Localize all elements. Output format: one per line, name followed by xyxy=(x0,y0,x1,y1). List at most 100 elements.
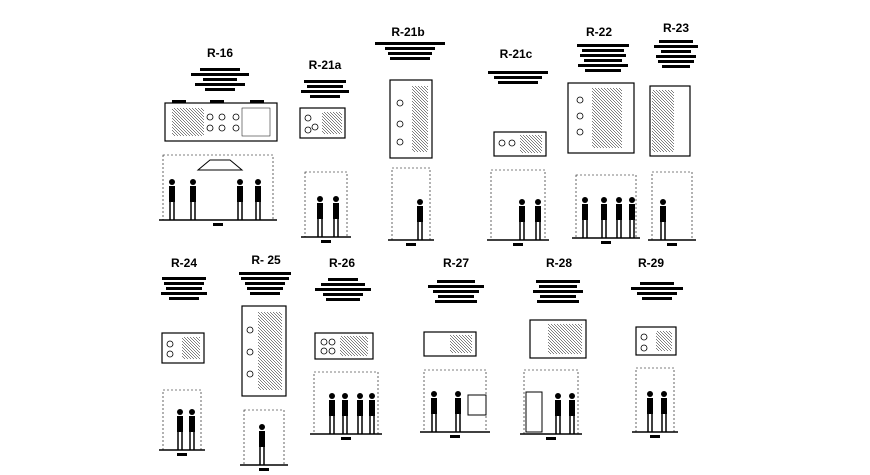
figure-body xyxy=(329,400,335,416)
plan-outline xyxy=(649,85,691,157)
dimension-tick xyxy=(546,437,556,440)
dimension-tick xyxy=(341,437,351,440)
hatch-line xyxy=(321,124,332,135)
note-bar xyxy=(580,54,626,57)
hatch-line xyxy=(181,343,198,360)
note-bar xyxy=(577,44,629,47)
note-bar xyxy=(162,277,206,280)
note-bar xyxy=(195,83,245,86)
hatch-line xyxy=(321,112,343,134)
burner-symbol xyxy=(576,128,584,136)
hatch-line xyxy=(339,346,350,357)
burner-symbol xyxy=(206,124,214,132)
hatch-line xyxy=(321,121,335,135)
hatch-line xyxy=(470,334,473,337)
hatch-line xyxy=(609,87,623,101)
dimension-tick xyxy=(172,100,186,103)
note-bar xyxy=(498,81,538,84)
note-bar xyxy=(161,292,207,295)
hatch-line xyxy=(591,135,605,149)
figure-body xyxy=(259,431,265,447)
hatch-line xyxy=(321,118,338,135)
note-bar xyxy=(662,65,690,68)
note-bar xyxy=(239,272,291,275)
hatch-line xyxy=(562,323,583,344)
dimension-tick xyxy=(601,241,611,244)
hatch-line xyxy=(411,97,429,115)
hatch-line xyxy=(553,323,583,353)
dimension-tick xyxy=(210,100,224,103)
burner-symbol xyxy=(576,96,584,104)
hatch-line xyxy=(591,99,623,131)
note-bar xyxy=(540,295,576,298)
burner-symbol xyxy=(246,370,254,378)
hatch-line xyxy=(537,134,543,140)
panel-r26 xyxy=(310,278,382,440)
figure-body xyxy=(342,400,348,416)
note-bar xyxy=(539,285,577,288)
figure-head xyxy=(535,199,541,205)
hatch-line xyxy=(559,323,583,347)
burner-symbol xyxy=(166,350,174,358)
note-bar xyxy=(310,95,340,98)
figure-head xyxy=(519,199,525,205)
burner-symbol xyxy=(320,338,328,346)
panel-r27 xyxy=(420,280,490,438)
hatch-line xyxy=(257,362,283,388)
hatch-line xyxy=(181,337,201,357)
burner-symbol xyxy=(508,139,516,147)
hatch-line xyxy=(577,323,583,329)
hatch-line xyxy=(257,335,283,361)
note-bar xyxy=(584,59,622,62)
figure-head xyxy=(169,179,175,185)
hatch-line xyxy=(257,320,283,346)
figure-body xyxy=(333,203,339,219)
hatch-line xyxy=(594,87,623,116)
hatch-line xyxy=(452,334,472,354)
note-bar xyxy=(582,49,624,52)
hatch-line xyxy=(272,311,283,322)
panel-r24 xyxy=(159,277,207,456)
note-bar xyxy=(654,45,698,48)
figure-head xyxy=(237,179,243,185)
hatch-line xyxy=(411,94,429,112)
dimension-tick xyxy=(250,100,264,103)
elevation-frame xyxy=(304,171,348,238)
note-bar xyxy=(323,293,363,296)
hatch-line xyxy=(547,326,576,355)
hatch-line xyxy=(411,100,429,118)
note-bar xyxy=(166,287,202,290)
hatch-line xyxy=(423,85,429,91)
hatch-line xyxy=(651,130,674,153)
hatch-line xyxy=(467,334,473,340)
hatch-line xyxy=(257,332,283,358)
figure-body xyxy=(255,186,261,202)
hatch-line xyxy=(266,311,283,328)
note-bar xyxy=(437,280,475,283)
burner-symbol xyxy=(304,126,312,134)
burner-symbol xyxy=(311,123,319,131)
hatch-line xyxy=(411,91,429,109)
hatch-line xyxy=(339,337,359,357)
hatch-line xyxy=(340,335,362,357)
hatch-line xyxy=(269,311,283,325)
burner-symbol xyxy=(246,348,254,356)
hatch-line xyxy=(659,330,673,344)
figure-head xyxy=(555,393,561,399)
hatch-line xyxy=(591,108,623,140)
burner-symbol xyxy=(218,113,226,121)
panel-r25 xyxy=(239,272,291,471)
panel-title-r29: R-29 xyxy=(638,256,664,270)
hatch-line xyxy=(420,85,429,94)
figure-body xyxy=(569,400,575,416)
hatch-line xyxy=(519,137,536,154)
hatch-line xyxy=(670,89,675,94)
figure-head xyxy=(431,391,437,397)
hatch-line xyxy=(257,356,283,382)
note-bar xyxy=(328,278,358,281)
hatch-line xyxy=(464,334,473,343)
hatch-line xyxy=(426,85,429,88)
hatch-line xyxy=(321,127,329,135)
burner-symbol xyxy=(218,124,226,132)
